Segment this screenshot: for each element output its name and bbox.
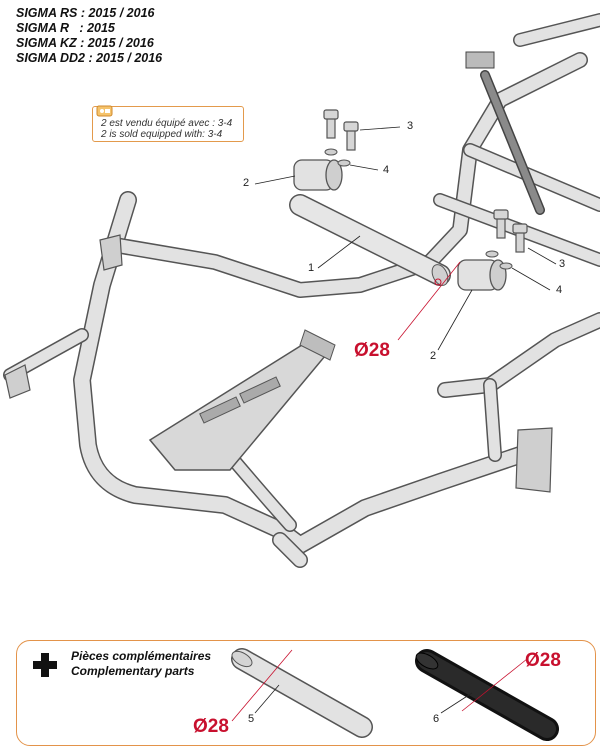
equipment-note: 2 est vendu équipé avec : 3-4 2 is sold … bbox=[92, 105, 244, 142]
info-note-icon bbox=[96, 105, 113, 117]
model-line: SIGMA DD2 : 2015 / 2016 bbox=[16, 51, 163, 65]
note-line-fr: 2 est vendu équipé avec : 3-4 bbox=[101, 118, 233, 129]
model-line: SIGMA KZ : 2015 / 2016 bbox=[16, 36, 154, 50]
complementary-title-fr: Pièces complémentaires bbox=[71, 649, 212, 663]
callout-2: 2 bbox=[430, 350, 437, 362]
diameter-label: Ø28 bbox=[354, 340, 390, 361]
part-5-label: 5 bbox=[248, 713, 255, 725]
leader-lines bbox=[254, 126, 557, 351]
complementary-parts-drawing bbox=[231, 648, 559, 741]
part-6-tube bbox=[415, 649, 559, 741]
part-5-tube bbox=[231, 648, 373, 738]
model-line: SIGMA R : 2015 bbox=[16, 21, 115, 35]
part-6-diameter: Ø28 bbox=[525, 650, 561, 671]
support-bracket bbox=[148, 329, 336, 471]
callout-2: 2 bbox=[243, 177, 250, 189]
note-line-en: 2 is sold equipped with: 3-4 bbox=[101, 129, 223, 140]
part-4-washer bbox=[324, 148, 513, 270]
complementary-title-en: Complementary parts bbox=[71, 664, 195, 678]
part-6-label: 6 bbox=[433, 713, 440, 725]
steering-column bbox=[465, 51, 545, 215]
callout-3: 3 bbox=[559, 258, 566, 270]
callout-4: 4 bbox=[556, 284, 563, 296]
part-1-tube bbox=[289, 194, 451, 286]
callout-4: 4 bbox=[383, 164, 390, 176]
chassis-frame bbox=[3, 13, 600, 568]
mounting-plate bbox=[4, 234, 553, 493]
complementary-parts-panel: Pièces complémentaires Complementary par… bbox=[16, 640, 596, 746]
part-5-diameter: Ø28 bbox=[193, 716, 229, 737]
model-line: SIGMA RS : 2015 / 2016 bbox=[16, 6, 155, 20]
model-list: SIGMA RS : 2015 / 2016 SIGMA R : 2015 SI… bbox=[16, 6, 162, 66]
part-2-clamp bbox=[293, 159, 507, 291]
plus-icon bbox=[33, 653, 57, 677]
callout-1: 1 bbox=[308, 262, 315, 274]
diameter-leaders bbox=[231, 649, 528, 722]
callout-3: 3 bbox=[407, 120, 414, 132]
part-3-screw bbox=[323, 109, 528, 253]
